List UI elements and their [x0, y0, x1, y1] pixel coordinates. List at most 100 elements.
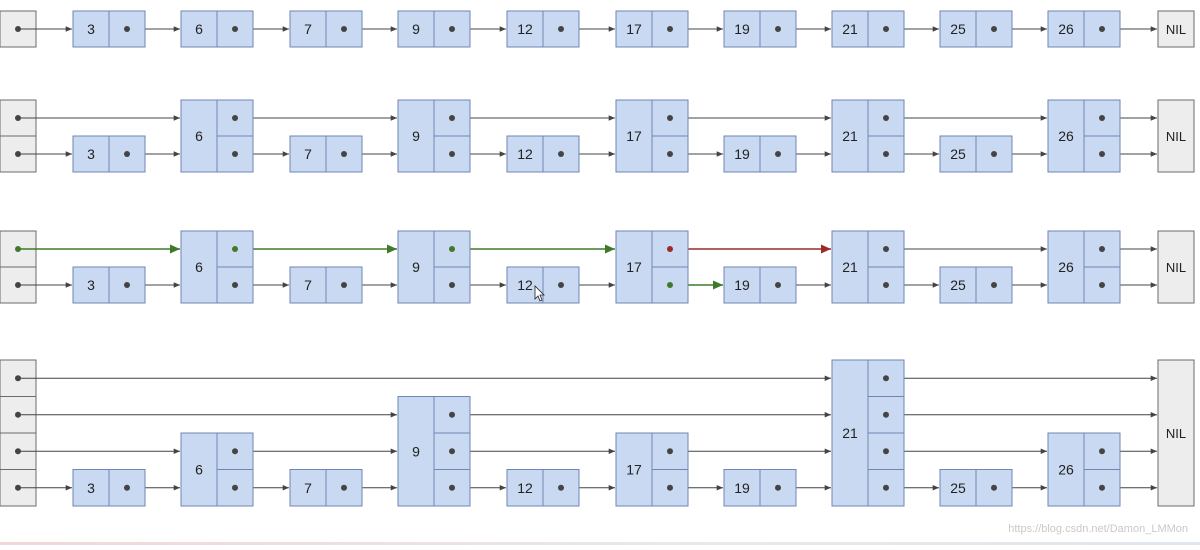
node-key-cell [831, 99, 869, 173]
node-key-cell [615, 10, 653, 48]
pointer-dot [558, 282, 564, 288]
skiplist-node: 12 [506, 135, 580, 173]
node-key-cell [723, 10, 761, 48]
bottom-rule [0, 542, 1200, 545]
skiplist-node: 6 [180, 99, 254, 173]
node-key-label: 7 [304, 21, 312, 37]
node-key-label: 12 [517, 21, 533, 37]
pointer-dot [1099, 151, 1105, 157]
skiplist-node: 21 [831, 10, 905, 48]
node-key-label: 6 [195, 128, 203, 144]
nil-node: NIL [1157, 99, 1195, 173]
node-key-label: 3 [87, 480, 95, 496]
pointer-dot [1099, 26, 1105, 32]
node-key-label: 9 [412, 259, 420, 275]
node-key-label: 19 [734, 277, 750, 293]
nil-box [1157, 230, 1195, 304]
pointer-dot [15, 26, 21, 32]
pointer-dot [991, 26, 997, 32]
node-key-label: 26 [1058, 128, 1074, 144]
pointer-dot [667, 115, 673, 121]
node-key-label: 9 [412, 443, 420, 459]
node-key-label: 12 [517, 277, 533, 293]
pointer-dot [1099, 115, 1105, 121]
pointer-dot [883, 375, 889, 382]
nil-label: NIL [1166, 426, 1186, 441]
node-key-label: 19 [734, 21, 750, 37]
pointer-dot [667, 484, 673, 491]
pointer-dot [449, 26, 455, 32]
pointer-dot [883, 115, 889, 121]
nil-box [1157, 10, 1195, 48]
skiplist-node: 6 [180, 230, 254, 304]
node-key-cell [289, 135, 327, 173]
node-key-label: 26 [1058, 21, 1074, 37]
pointer-dot [991, 282, 997, 288]
pointer-dot [775, 151, 781, 157]
node-key-cell [1047, 99, 1085, 173]
node-key-cell [723, 266, 761, 304]
node-key-label: 6 [195, 259, 203, 275]
node-key-label: 17 [626, 21, 642, 37]
skiplist-node: 6 [180, 432, 254, 507]
pointer-dot [667, 246, 673, 252]
node-key-label: 3 [87, 146, 95, 162]
node-key-label: 25 [950, 21, 966, 37]
node-key-label: 26 [1058, 259, 1074, 275]
pointer-dot [558, 26, 564, 32]
pointer-dot [883, 151, 889, 157]
node-key-label: 3 [87, 21, 95, 37]
pointer-dot [775, 282, 781, 288]
pointer-dot [15, 448, 21, 455]
skiplist-node: 26 [1047, 99, 1121, 173]
node-key-label: 21 [842, 128, 858, 144]
node-key-label: 26 [1058, 462, 1074, 478]
node-pointer-cell [651, 135, 689, 173]
pointer-dot [341, 282, 347, 288]
node-key-cell [289, 10, 327, 48]
node-key-cell [1047, 432, 1085, 507]
node-key-label: 12 [517, 480, 533, 496]
node-pointer-cell [651, 230, 689, 268]
pointer-dot [232, 484, 238, 491]
node-key-label: 21 [842, 425, 858, 441]
node-key-label: 17 [626, 462, 642, 478]
node-key-label: 21 [842, 259, 858, 275]
pointer-dot [991, 151, 997, 157]
skiplist-node: 25 [939, 135, 1013, 173]
node-key-cell [289, 266, 327, 304]
skiplist-node: 25 [939, 10, 1013, 48]
mouse-cursor-icon [534, 285, 545, 302]
skiplist-node: 25 [939, 469, 1013, 507]
pointer-dot [15, 246, 21, 252]
skiplist-node: 7 [289, 10, 363, 48]
pointer-dot [124, 484, 130, 491]
node-pointer-cell [651, 469, 689, 507]
pointer-dot [1099, 448, 1105, 455]
skiplist-node: 26 [1047, 10, 1121, 48]
nil-label: NIL [1166, 22, 1186, 37]
nil-node: NIL [1157, 359, 1195, 507]
skiplist-node: 7 [289, 469, 363, 507]
skiplist-node: 19 [723, 10, 797, 48]
skiplist-node: 25 [939, 266, 1013, 304]
node-key-cell [939, 135, 977, 173]
node-key-label: 19 [734, 480, 750, 496]
pointer-dot [558, 151, 564, 157]
node-key-label: 6 [195, 462, 203, 478]
node-key-label: 25 [950, 277, 966, 293]
node-key-label: 19 [734, 146, 750, 162]
node-key-label: 3 [87, 277, 95, 293]
nil-label: NIL [1166, 260, 1186, 275]
skiplist-node: 7 [289, 135, 363, 173]
skiplist-node: 3 [72, 135, 146, 173]
pointer-dot [883, 411, 889, 418]
node-key-cell [615, 230, 653, 304]
node-key-cell [397, 10, 435, 48]
skiplist-node: 17 [615, 10, 689, 48]
pointer-dot [232, 26, 238, 32]
nil-node: NIL [1157, 230, 1195, 304]
node-pointer-cell [433, 99, 471, 137]
